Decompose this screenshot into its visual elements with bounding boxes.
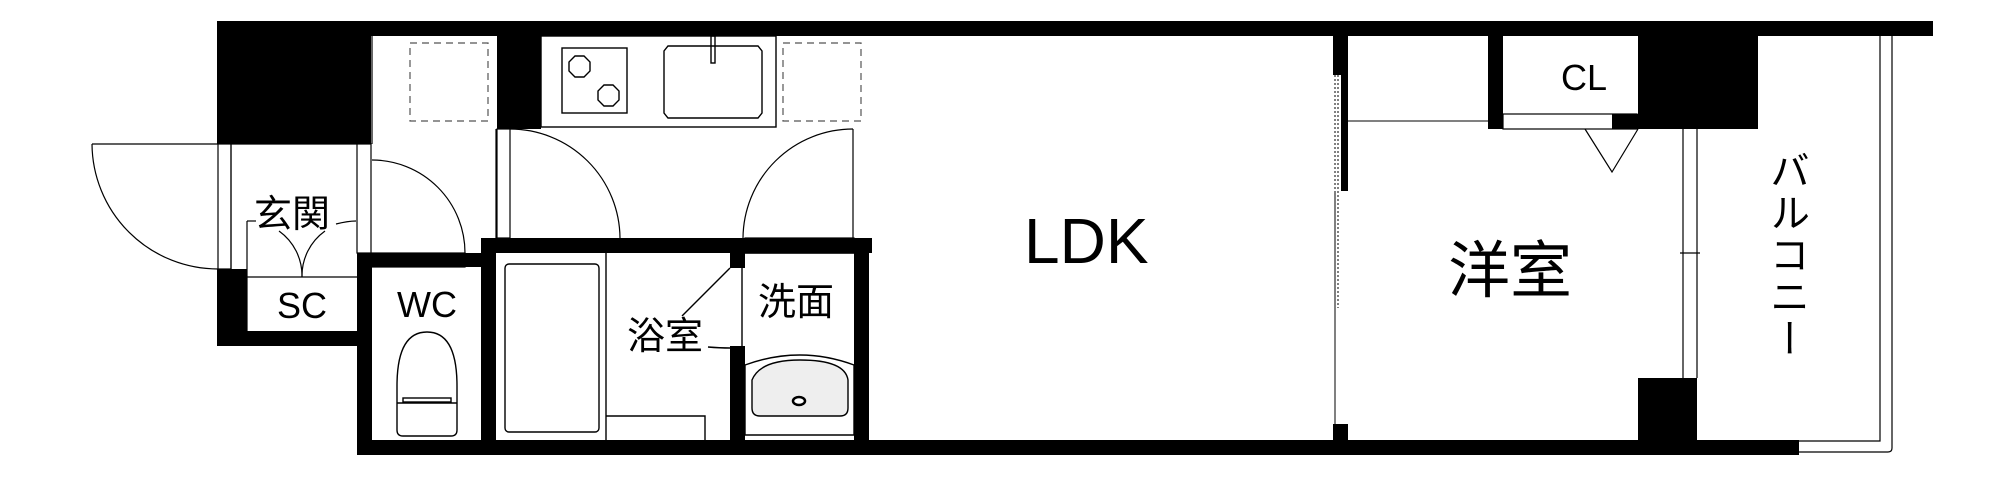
room-label-washroom: 洗面 xyxy=(758,280,835,324)
appliance-space xyxy=(409,42,862,122)
room-label-wc: WC xyxy=(397,284,457,325)
room-label-bath: 浴室 xyxy=(627,314,704,358)
bathtub xyxy=(504,253,743,440)
kitchen-counter xyxy=(540,35,777,128)
kitchen-doors xyxy=(496,128,855,254)
room-label-sc: SC xyxy=(277,285,328,326)
balcony-window xyxy=(1680,36,1893,453)
room-label-closet: CL xyxy=(1561,57,1608,98)
sliding-partition xyxy=(1334,75,1488,424)
shoe-closet xyxy=(231,143,372,331)
room-label-genkan: 玄関 xyxy=(254,192,331,236)
washbasin xyxy=(744,252,855,436)
toilet xyxy=(396,331,458,437)
closet-door xyxy=(1502,113,1639,174)
room-label-western-room: 洋室 xyxy=(1448,234,1573,307)
hall-door xyxy=(371,36,497,268)
entry-door xyxy=(91,143,232,270)
room-label-ldk: LDK xyxy=(1024,205,1149,277)
walls xyxy=(217,21,1933,455)
room-label-balcony: バルコニー xyxy=(1763,150,1809,360)
